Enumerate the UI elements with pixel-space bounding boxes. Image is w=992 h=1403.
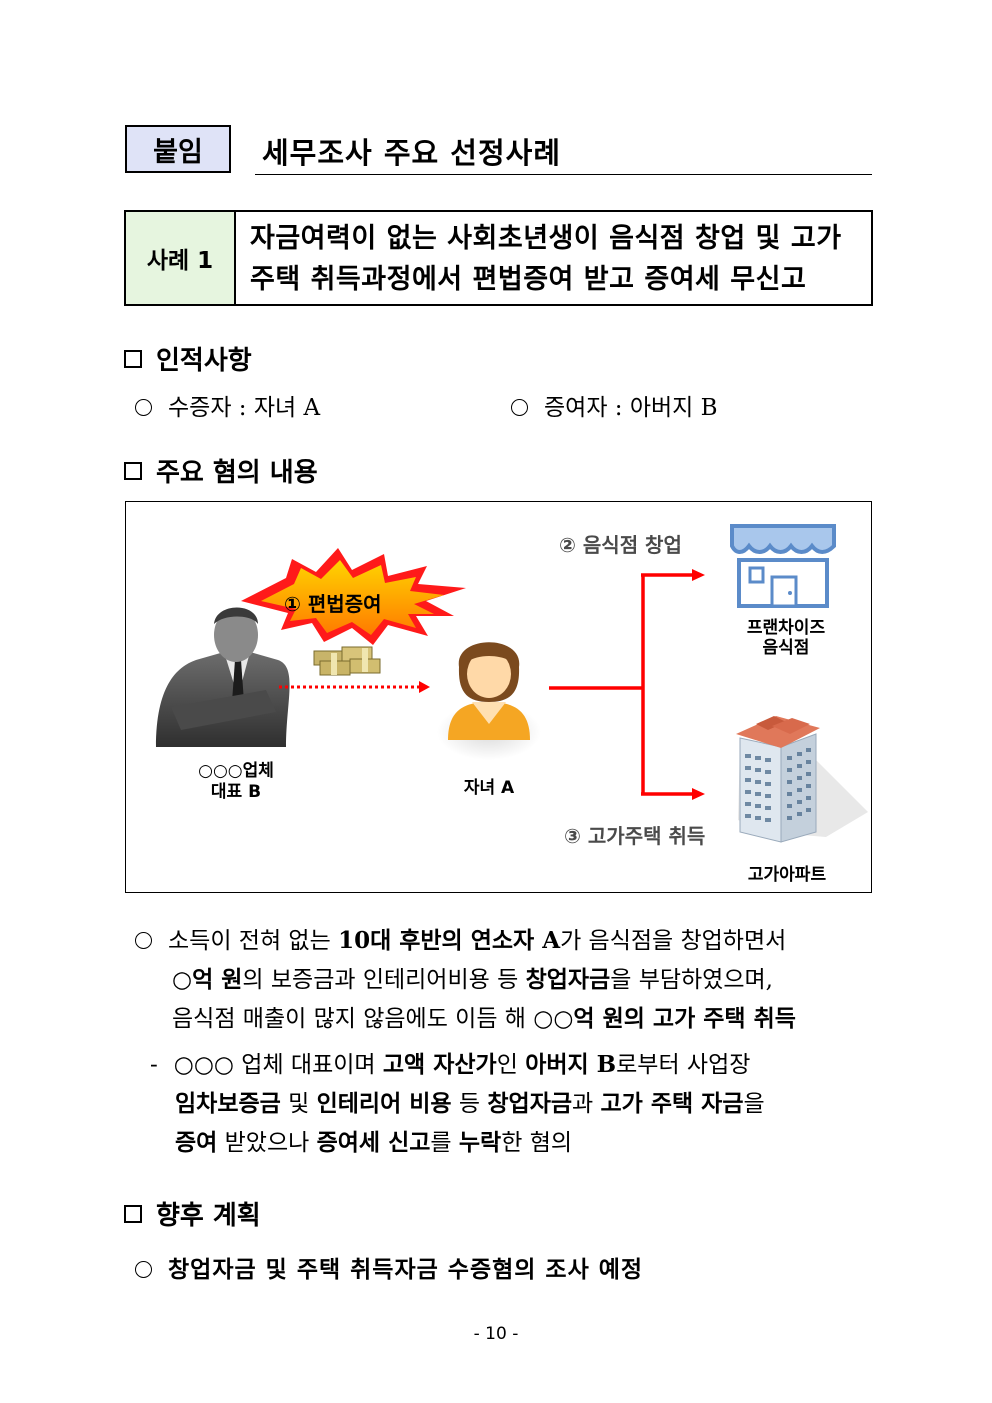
case-title: 자금여력이 없는 사회초년생이 음식점 창업 및 고가 주택 취득과정에서 편법…: [236, 212, 871, 304]
text-run: 인: [496, 1052, 526, 1078]
section-personal-heading: 인적사항: [124, 340, 252, 377]
businessman-icon: [156, 607, 290, 747]
store-icon: [730, 524, 836, 608]
restaurant-label: 프랜차이즈 음식점: [726, 618, 846, 658]
emphasis-run: 창업자금: [487, 1090, 573, 1117]
emphasis-run: 고가 주택 자금: [600, 1090, 744, 1117]
detail-p1-line1: 소득이 전혀 없는 10대 후반의 연소자 A가 음식점을 창업하면서: [135, 921, 786, 955]
text-run: 등: [451, 1091, 488, 1117]
child-label: 자녀 A: [463, 778, 515, 798]
circle-bullet-icon: [511, 399, 528, 416]
square-bullet-icon: [124, 1205, 142, 1223]
child-icon: [437, 642, 541, 760]
detail-p2-line2: 임차보증금 및 인테리어 비용 등 창업자금과 고가 주택 자금을: [175, 1084, 765, 1118]
section-suspicion-heading-text: 주요 혐의 내용: [156, 458, 318, 488]
emphasis-run: 10대 후반의 연소자 A: [338, 927, 561, 954]
branch-arrows: [549, 569, 705, 800]
circle-bullet-icon: [135, 399, 152, 416]
section-plan-heading-text: 향후 계획: [156, 1201, 261, 1231]
text-run: 과: [572, 1091, 601, 1117]
restaurant-label-line1: 프랜차이즈: [746, 618, 826, 638]
emphasis-run: 누락: [458, 1129, 502, 1156]
gift-label: ① 편법증여: [284, 592, 382, 616]
text-run: 의 보증금과 인테리어비용 등: [242, 967, 526, 993]
text-run: 소득이 전혀 없는: [168, 928, 339, 954]
text-run: 로부터 사업장: [616, 1052, 751, 1078]
recipient-text: 수증자 : 자녀 A: [168, 395, 321, 421]
text-run: ○○○ 업체 대표이며: [173, 1052, 383, 1078]
dash-bullet: -: [150, 1052, 158, 1078]
father-label-line2: 대표 B: [210, 782, 262, 802]
father-label: ○○○업체 대표 B: [176, 761, 296, 803]
text-run: 을: [743, 1091, 765, 1117]
text-run: 가 음식점을 창업하면서: [560, 928, 787, 954]
case-title-line2: 주택 취득과정에서 편법증여 받고 증여세 무신고: [250, 264, 807, 295]
detail-p1-line3: 음식점 매출이 많지 않음에도 이듬 해 ○○억 원의 고가 주택 취득: [172, 999, 796, 1033]
page-title: 세무조사 주요 선정사례: [262, 136, 561, 170]
circle-bullet-icon: [135, 932, 152, 949]
emphasis-run: ○억 원: [172, 966, 243, 993]
emphasis-run: 아버지 B: [525, 1051, 617, 1078]
detail-p2-line1: -○○○ 업체 대표이며 고액 자산가인 아버지 B로부터 사업장: [150, 1045, 750, 1079]
page-number: - 10 -: [473, 1324, 519, 1344]
restaurant-step-label: ② 음식점 창업: [559, 533, 682, 557]
emphasis-run: 창업자금: [525, 966, 611, 993]
emphasis-run: 임차보증금: [175, 1090, 281, 1117]
restaurant-label-line2: 음식점: [762, 638, 810, 658]
scheme-diagram: ① 편법증여 ○○○업체 대표 B 자녀 A ② 음식점 창업 프랜차이즈 음식…: [125, 501, 872, 893]
attachment-tag: 붙임: [125, 125, 231, 173]
detail-p1-line2: ○억 원의 보증금과 인테리어비용 등 창업자금을 부담하였으며,: [172, 960, 773, 994]
building-windows: [745, 748, 811, 822]
emphasis-run: 증여세 신고: [316, 1129, 431, 1156]
apartment-icon: [736, 716, 868, 843]
section-plan-heading: 향후 계획: [124, 1195, 261, 1232]
square-bullet-icon: [124, 462, 142, 480]
case-box: 사례 1 자금여력이 없는 사회초년생이 음식점 창업 및 고가 주택 취득과정…: [124, 210, 873, 306]
emphasis-run: 증여: [175, 1129, 218, 1156]
detail-p2-line3: 증여 받았으나 증여세 신고를 누락한 혐의: [175, 1123, 572, 1157]
square-bullet-icon: [124, 350, 142, 368]
text-run: 및: [280, 1091, 317, 1117]
section-suspicion-heading: 주요 혐의 내용: [124, 452, 318, 489]
diagram-canvas: [156, 524, 868, 843]
plan-item-text: 창업자금 및 주택 취득자금 수증혐의 조사 예정: [168, 1256, 644, 1283]
gift-arrow: [279, 681, 430, 693]
money-icon: [313, 646, 381, 676]
emphasis-run: 인테리어 비용: [316, 1090, 452, 1117]
house-step-label: ③ 고가주택 취득: [564, 824, 706, 848]
emphasis-run: ○○억 원의 고가 주택 취득: [533, 1005, 796, 1032]
text-run: 를: [430, 1130, 459, 1156]
emphasis-run: 고액 자산가: [382, 1051, 497, 1078]
circle-bullet-icon: [135, 1261, 152, 1278]
case-title-line1: 자금여력이 없는 사회초년생이 음식점 창업 및 고가: [250, 223, 842, 254]
donor-text: 증여자 : 아버지 B: [544, 395, 718, 421]
text-run: 한 혐의: [501, 1130, 573, 1156]
title-underline: [255, 174, 872, 175]
section-personal-heading-text: 인적사항: [156, 346, 252, 376]
text-run: 을 부담하였으며,: [610, 967, 773, 993]
plan-item: 창업자금 및 주택 취득자금 수증혐의 조사 예정: [135, 1250, 643, 1284]
case-label: 사례 1: [126, 212, 236, 304]
donor-item: 증여자 : 아버지 B: [511, 388, 718, 422]
recipient-item: 수증자 : 자녀 A: [135, 388, 320, 422]
burst-icon: [241, 548, 466, 645]
father-label-line1: ○○○업체: [198, 761, 274, 781]
text-run: 받았으나: [217, 1130, 317, 1156]
text-run: 음식점 매출이 많지 않음에도 이듬 해: [172, 1006, 534, 1032]
apartment-label: 고가아파트: [747, 865, 827, 885]
